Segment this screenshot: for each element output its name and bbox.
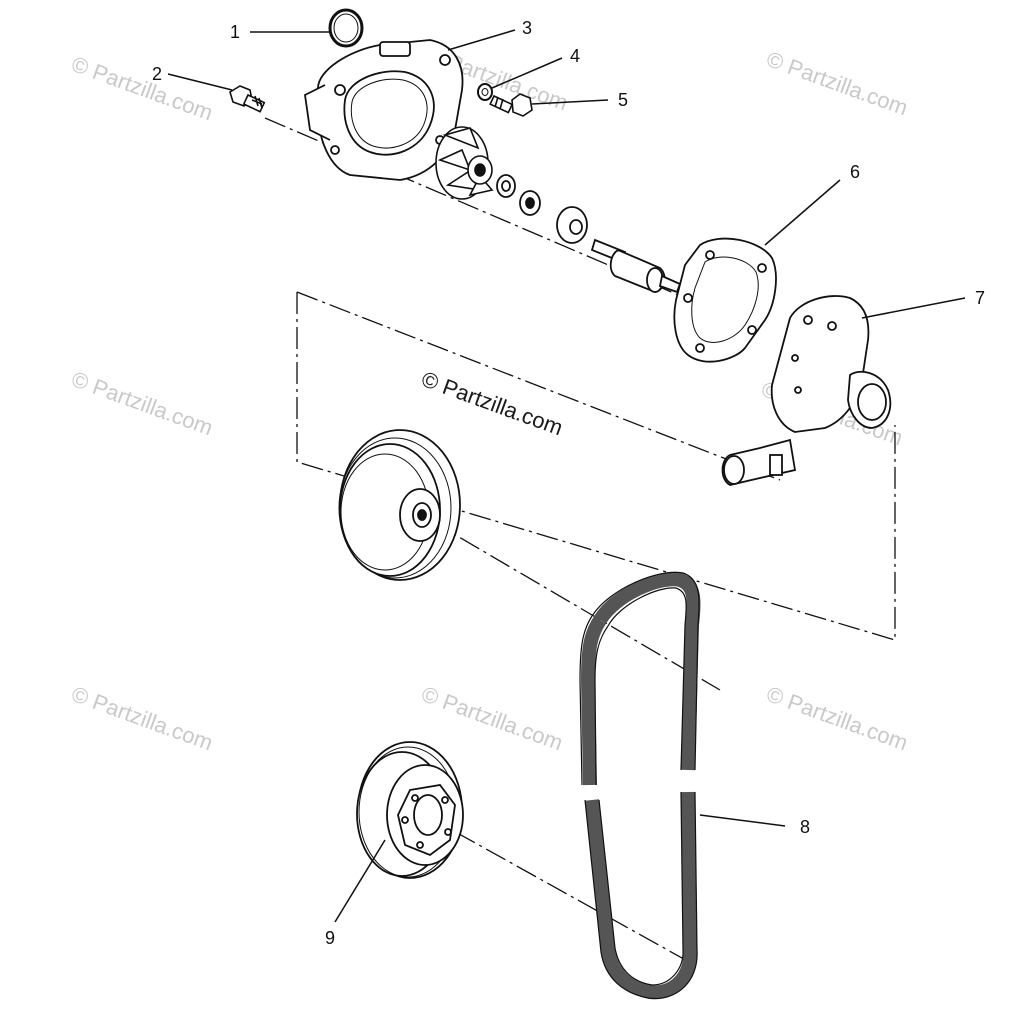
gasket <box>673 237 777 363</box>
callout-5: 5 <box>618 90 628 110</box>
callout-labels: 1 2 3 4 5 6 7 8 9 <box>152 18 985 948</box>
bolt <box>489 93 533 117</box>
drive-pulley <box>356 741 464 879</box>
callout-2: 2 <box>152 64 162 84</box>
leader-lines <box>167 29 966 923</box>
callout-7: 7 <box>975 288 985 308</box>
watermark-text-center: © Partzilla.com <box>418 366 566 440</box>
callout-9: 9 <box>325 928 335 948</box>
watermark-text: © Partzilla.com <box>68 366 216 440</box>
watermark-text: © Partzilla.com <box>763 681 911 755</box>
washer <box>477 83 493 101</box>
watermark-text: © Partzilla.com <box>68 51 216 125</box>
callout-1: 1 <box>230 22 240 42</box>
callout-8: 8 <box>800 817 810 837</box>
pump-cover <box>304 39 464 181</box>
callout-3: 3 <box>522 18 532 38</box>
pump-body <box>721 295 892 486</box>
drive-belt <box>581 572 701 1000</box>
watermark-text: © Partzilla.com <box>68 681 216 755</box>
impeller <box>435 126 494 200</box>
pump-shaft <box>590 238 682 294</box>
o-ring <box>328 8 364 48</box>
callout-4: 4 <box>570 46 580 66</box>
watermark-text: © Partzilla.com <box>418 681 566 755</box>
callout-6: 6 <box>850 162 860 182</box>
seal-set <box>496 174 588 244</box>
watermark-text: © Partzilla.com <box>763 46 911 120</box>
drain-bolt <box>229 85 266 113</box>
drive-belt-edge <box>579 571 700 1000</box>
pump-pulley <box>338 429 461 581</box>
